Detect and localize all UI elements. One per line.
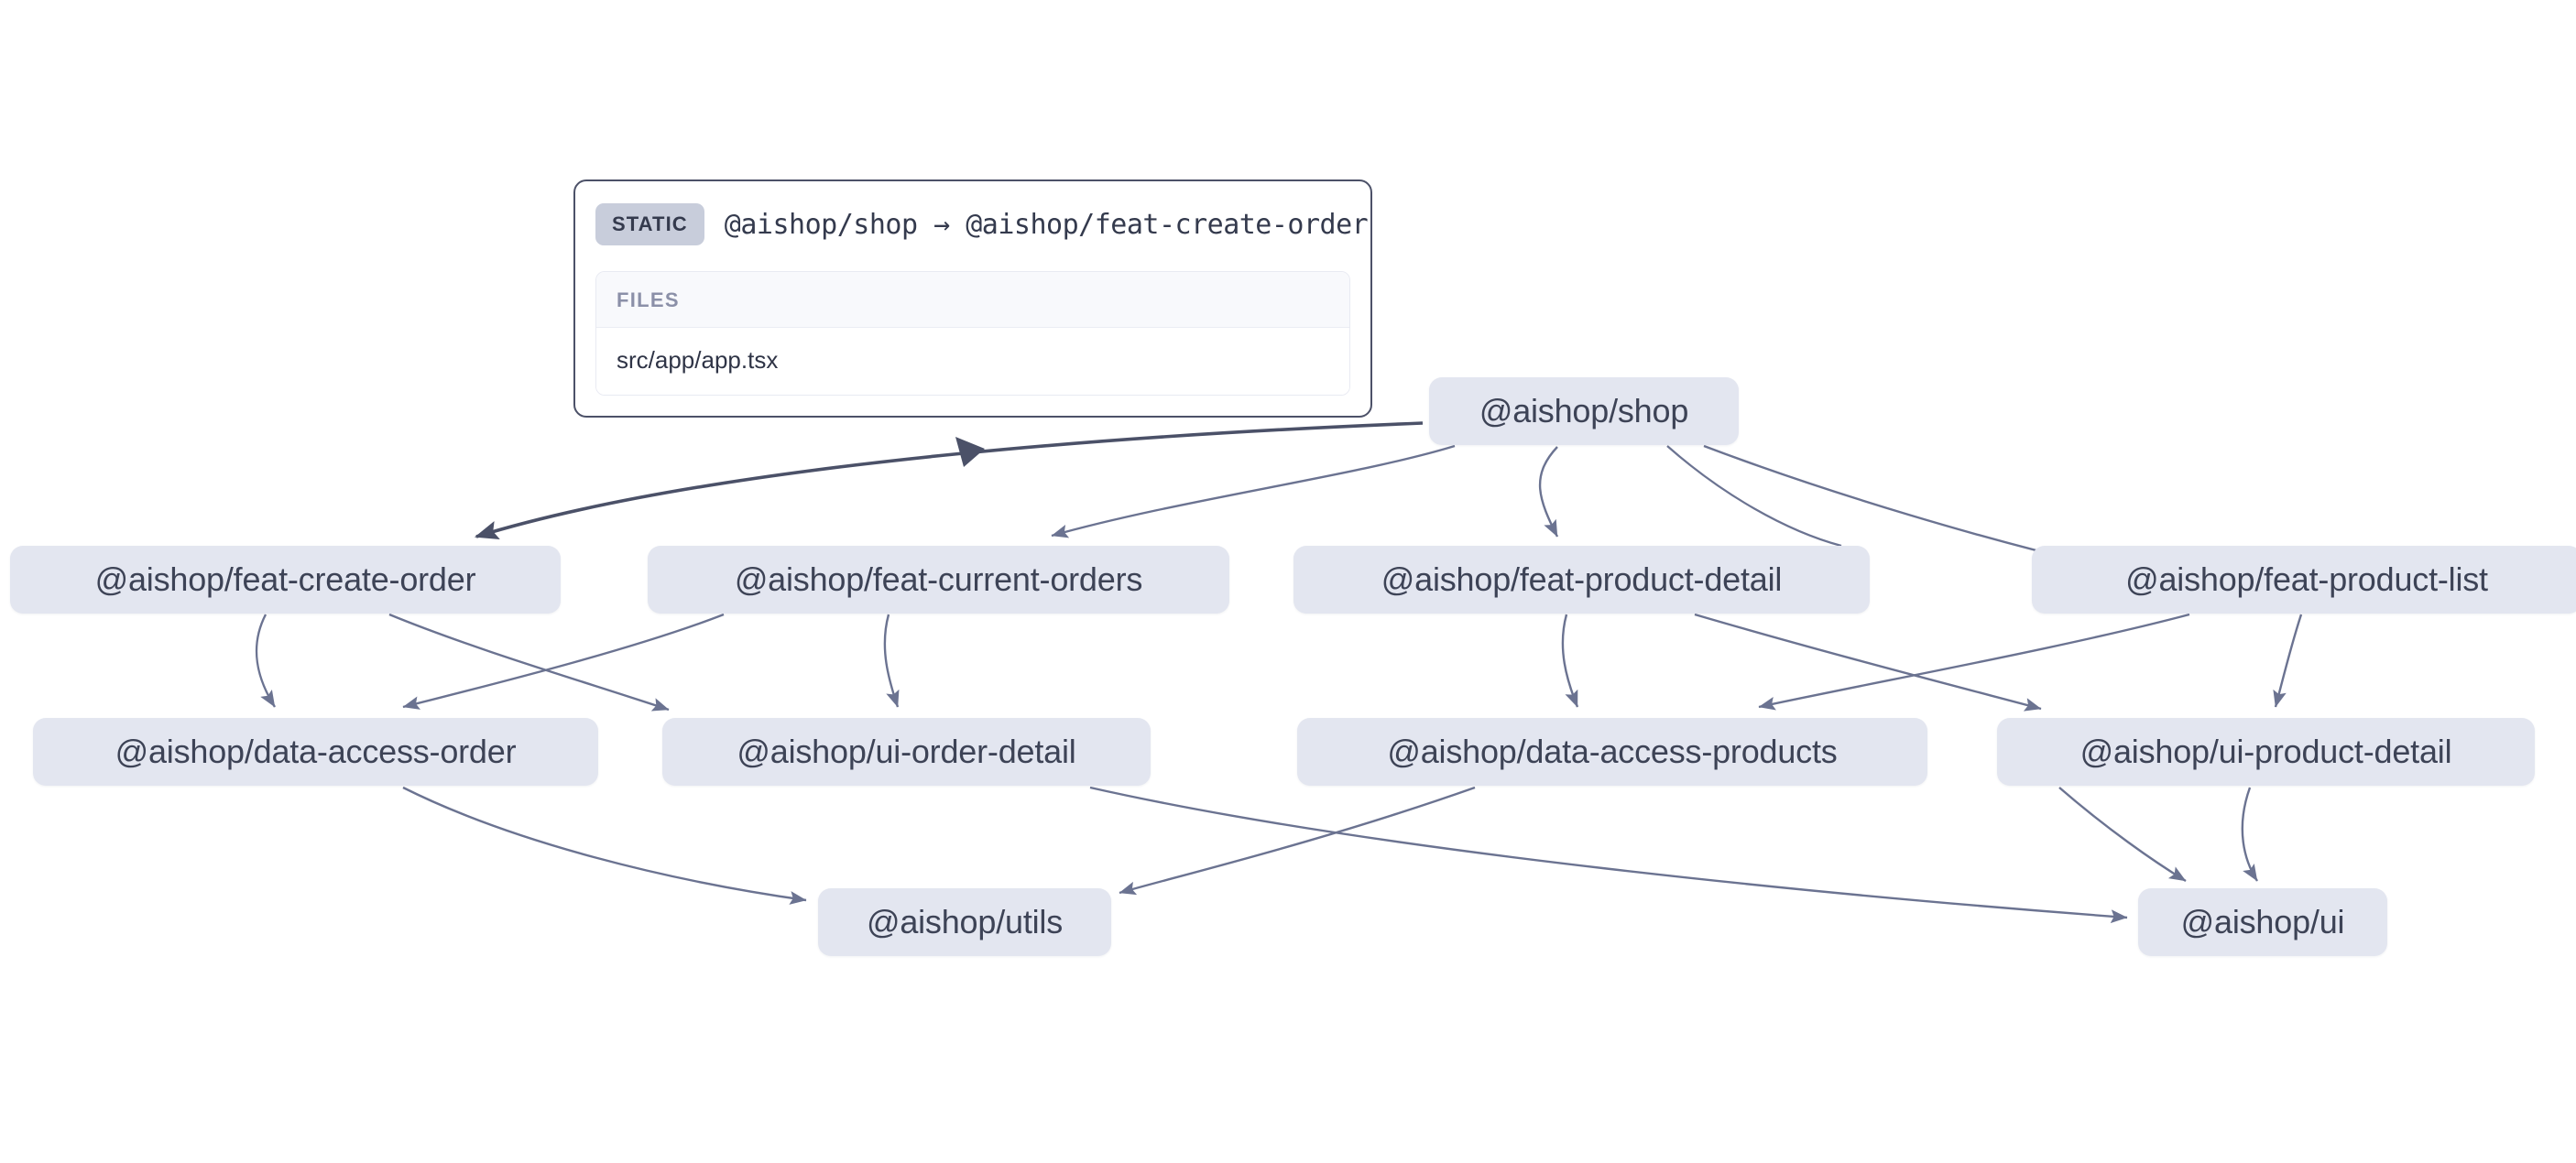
edge-ui-product-detail-ui-a [2058, 787, 2187, 883]
edges [255, 421, 2303, 924]
files-section-header: FILES [596, 272, 1349, 328]
node-aishop-data-access-order[interactable]: @aishop/data-access-order [33, 718, 598, 786]
edge-ui-product-detail-ui-b [2241, 787, 2259, 882]
tooltip-header: STATIC @aishop/shop → @aishop/feat-creat… [595, 200, 1369, 251]
node-label: @aishop/data-access-order [115, 733, 517, 770]
edge-marker-tooltip [955, 437, 985, 467]
edge-ui-order-detail-ui [1089, 786, 2128, 924]
edge-feat-create-order-data-access-order [255, 614, 277, 708]
file-list-item[interactable]: src/app/app.tsx [596, 328, 1349, 395]
node-aishop-feat-product-detail[interactable]: @aishop/feat-product-detail [1293, 546, 1870, 614]
node-label: @aishop/feat-current-orders [734, 560, 1143, 598]
node-aishop-ui[interactable]: @aishop/ui [2138, 888, 2387, 956]
edge-feat-product-detail-ui-product-detail [1694, 613, 2042, 712]
tooltip-files-panel: FILES src/app/app.tsx [595, 271, 1350, 396]
edge-shop-feat-current-orders [1051, 444, 1456, 538]
node-label: @aishop/feat-create-order [94, 560, 476, 598]
edge-feat-current-orders-ui-order-detail [883, 614, 900, 708]
edge-shop-product-detail-2 [1666, 445, 1842, 548]
node-label: @aishop/shop [1479, 392, 1689, 429]
edge-tooltip-card[interactable]: STATIC @aishop/shop → @aishop/feat-creat… [573, 179, 1372, 418]
node-aishop-feat-create-order[interactable]: @aishop/feat-create-order [10, 546, 561, 614]
edge-shop-feat-product-detail [1538, 446, 1559, 538]
node-label: @aishop/data-access-products [1387, 733, 1838, 770]
node-label: @aishop/ui-product-detail [2079, 733, 2452, 770]
node-label: @aishop/ui-order-detail [737, 733, 1076, 770]
node-aishop-utils[interactable]: @aishop/utils [818, 888, 1111, 956]
node-aishop-feat-product-list[interactable]: @aishop/feat-product-list [2032, 546, 2576, 614]
edge-feat-product-detail-data-access-products [1561, 614, 1579, 708]
node-aishop-ui-order-detail[interactable]: @aishop/ui-order-detail [662, 718, 1151, 786]
node-label: @aishop/feat-product-detail [1381, 560, 1783, 598]
node-label: @aishop/utils [866, 903, 1064, 940]
dependency-type-badge: STATIC [595, 203, 704, 245]
edge-feat-product-list-ui-product-detail [2273, 614, 2303, 708]
edge-data-access-order-utils [402, 786, 807, 905]
node-label: @aishop/feat-product-list [2125, 560, 2488, 598]
edge-feat-product-list-data-access-products [1758, 613, 2190, 711]
edge-feat-create-order-ui-order-detail [388, 613, 670, 712]
edge-feat-current-orders-data-access-order [402, 613, 725, 710]
node-aishop-data-access-products[interactable]: @aishop/data-access-products [1297, 718, 1927, 786]
node-label: @aishop/ui [2180, 903, 2345, 940]
node-aishop-feat-current-orders[interactable]: @aishop/feat-current-orders [648, 546, 1229, 614]
tooltip-title: @aishop/shop → @aishop/feat-create-order [724, 208, 1369, 241]
edge-shop-feat-create-order [474, 421, 1424, 540]
node-aishop-shop[interactable]: @aishop/shop [1429, 377, 1739, 445]
edge-data-access-products-utils [1119, 786, 1476, 896]
node-aishop-ui-product-detail[interactable]: @aishop/ui-product-detail [1997, 718, 2535, 786]
